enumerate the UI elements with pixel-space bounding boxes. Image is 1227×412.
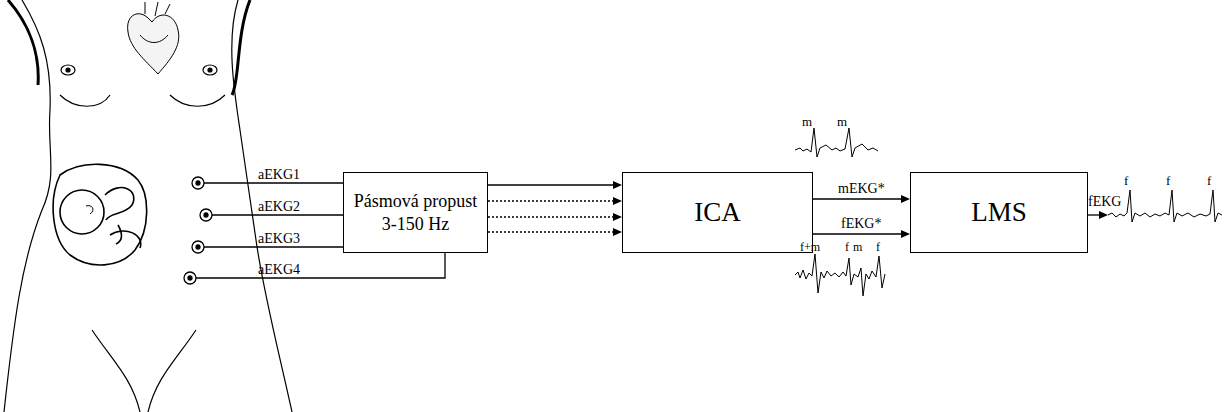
arrow-head <box>613 213 622 221</box>
box-text: Pásmová propust 3-150 Hz <box>352 190 479 235</box>
connector <box>488 216 615 217</box>
signal-name: mEKG* <box>838 182 885 196</box>
output-arrow <box>1088 211 1108 219</box>
arrow-head <box>901 230 910 238</box>
electrodes <box>184 177 212 284</box>
heart <box>128 2 179 74</box>
connector <box>488 231 615 232</box>
process-box: LMS <box>910 172 1088 253</box>
filter-box: Pásmová propust 3-150 Hz <box>343 172 488 253</box>
peak-marker: f <box>1207 174 1211 187</box>
peak-marker: f <box>1124 174 1128 187</box>
signal-name: aEKG4 <box>258 263 300 277</box>
connector <box>488 200 615 201</box>
peak-marker: m <box>853 241 862 253</box>
connector <box>813 233 903 234</box>
peak-marker: f <box>845 241 849 253</box>
process-box: ICA <box>622 172 813 253</box>
connector <box>813 198 903 199</box>
peak-marker: f+m <box>800 241 820 253</box>
arrow-head <box>901 195 910 203</box>
signal-name: fEKG* <box>841 217 881 231</box>
signal-name: aEKG2 <box>258 200 300 214</box>
peak-marker: f <box>876 241 880 253</box>
signal-name: fEKG <box>1088 195 1121 209</box>
box-text: LMS <box>971 196 1027 230</box>
signal-name: aEKG1 <box>258 168 300 182</box>
arrow-head <box>613 197 622 205</box>
fetus <box>53 164 147 265</box>
arrow-head <box>613 228 622 236</box>
box-text: ICA <box>694 196 741 230</box>
signal-name: aEKG3 <box>258 232 300 246</box>
torso-outline <box>4 0 292 412</box>
arrow-head <box>613 181 622 189</box>
nipples <box>61 65 217 75</box>
peak-marker: m <box>837 115 847 128</box>
ecg-waveforms <box>795 128 1222 296</box>
peak-marker: m <box>802 115 812 128</box>
peak-marker: f <box>1166 174 1170 187</box>
connector <box>488 184 615 185</box>
